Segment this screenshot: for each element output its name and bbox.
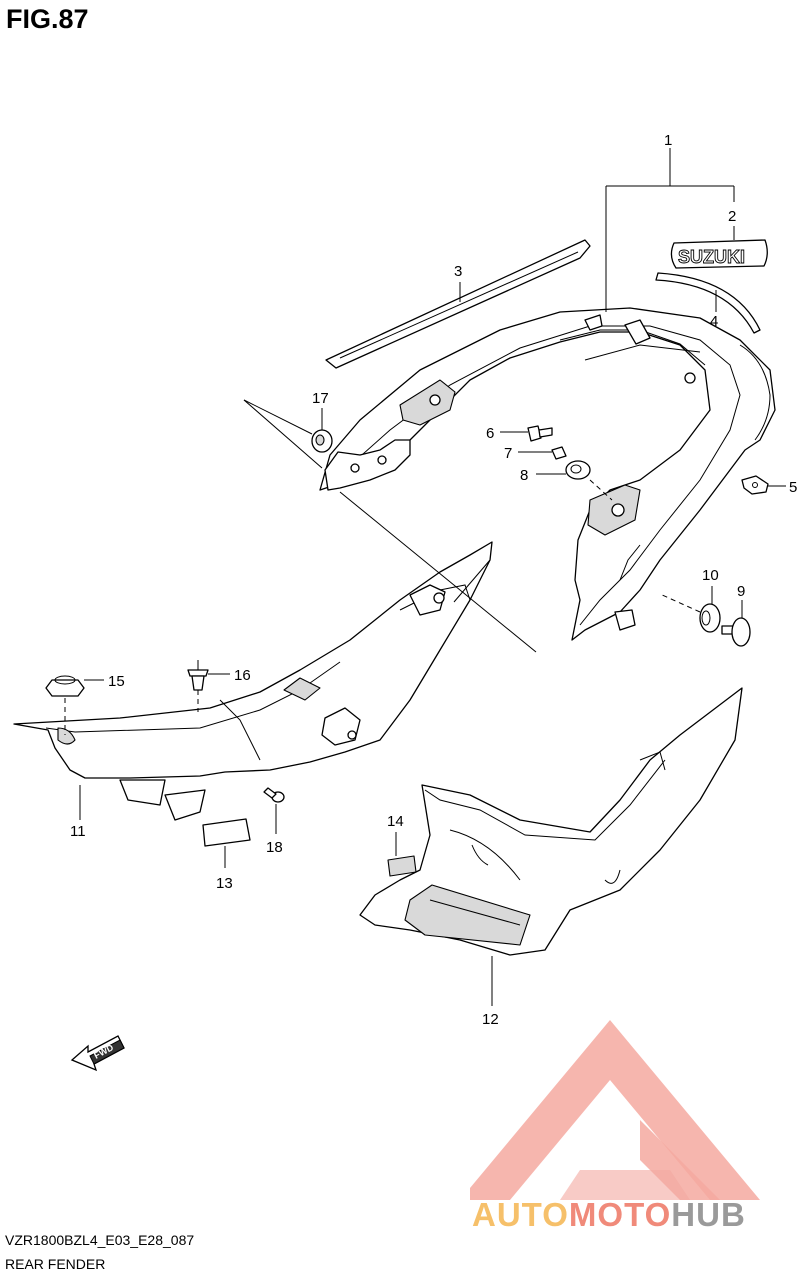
figure-name: REAR FENDER <box>5 1256 106 1272</box>
callout-6: 6 <box>486 425 494 442</box>
part-3-stripe[interactable] <box>325 239 591 369</box>
part-11-rear-fender-lower[interactable] <box>13 541 493 821</box>
callout-2: 2 <box>728 208 736 225</box>
automotohub-logo-text: AUTOMOTOHUB <box>472 1196 746 1234</box>
emblem-text: SUZUKI <box>678 247 745 267</box>
part-1-rear-fender-upper[interactable] <box>319 307 776 641</box>
part-15-grommet[interactable] <box>45 675 85 697</box>
callout-8: 8 <box>520 467 528 484</box>
model-code: VZR1800BZL4_E03_E28_087 <box>5 1232 195 1248</box>
part-8-cushion[interactable] <box>565 460 591 480</box>
part-7-collar[interactable] <box>551 446 567 460</box>
part-12-side-cover[interactable] <box>359 687 743 956</box>
callout-10: 10 <box>702 567 719 584</box>
callout-15: 15 <box>108 673 125 690</box>
automotohub-logo-icon <box>470 1020 760 1200</box>
part-9-bolt[interactable] <box>721 617 751 647</box>
callout-18: 18 <box>266 839 283 856</box>
callout-numbers: 1 2 3 4 5 6 7 8 9 10 11 12 13 14 15 16 1… <box>70 132 797 1028</box>
logo-part-auto: AUTO <box>472 1196 569 1233</box>
logo-part-moto: MOTO <box>568 1196 672 1233</box>
callout-9: 9 <box>737 583 745 600</box>
callout-16: 16 <box>234 667 251 684</box>
part-4-arc-stripe[interactable] <box>655 272 761 334</box>
callout-11: 11 <box>70 823 86 840</box>
callout-5: 5 <box>789 479 797 496</box>
logo-part-hub: HUB <box>671 1196 746 1233</box>
callout-3: 3 <box>454 263 462 280</box>
callout-12: 12 <box>482 1011 499 1028</box>
callout-4: 4 <box>710 313 718 330</box>
part-17-grommet[interactable] <box>311 429 333 453</box>
part-13-pad[interactable] <box>202 818 251 847</box>
figure-title: FIG.87 <box>6 4 89 34</box>
callout-7: 7 <box>504 445 512 462</box>
part-10-grommet[interactable] <box>699 603 721 633</box>
part-18-screw[interactable] <box>263 787 285 803</box>
part-16-push-rivet[interactable] <box>187 660 209 691</box>
callout-17: 17 <box>312 390 329 407</box>
leader-lines <box>64 148 786 1006</box>
callout-13: 13 <box>216 875 233 892</box>
part-14-pad[interactable] <box>387 855 417 877</box>
part-6-screw[interactable] <box>527 425 553 442</box>
part-5-nut-clip[interactable] <box>741 475 769 495</box>
part-2-suzuki-emblem[interactable]: SUZUKI <box>670 239 768 269</box>
fwd-arrow-icon: FWD <box>70 1035 125 1072</box>
callout-14: 14 <box>387 813 404 830</box>
callout-1: 1 <box>664 132 672 149</box>
